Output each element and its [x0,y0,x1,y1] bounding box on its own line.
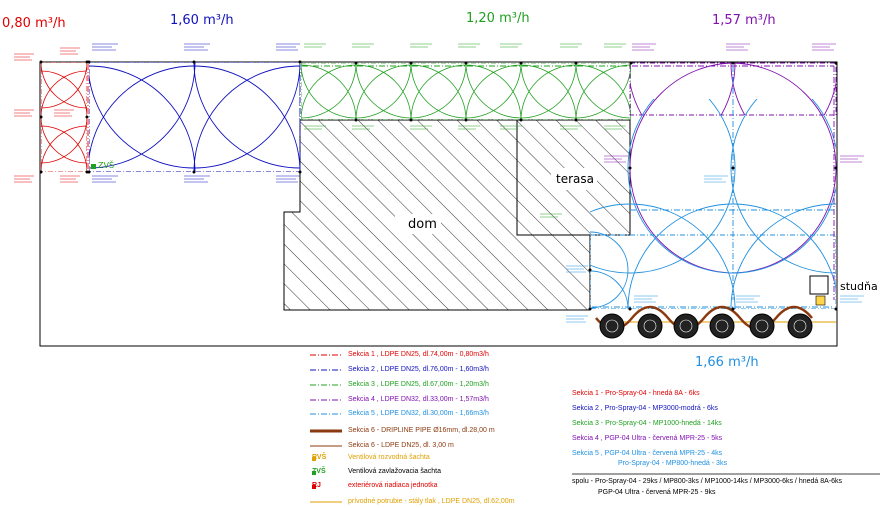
label-studna: studňa [840,280,878,293]
label-dom: dom [408,217,437,232]
shrubs [599,313,813,339]
flow-section-2: 1,60 m³/h [170,13,234,28]
legend-text: Ventilová zavlažovacia šachta [348,468,441,475]
legend-item-section-6-ldpe: Sekcia 6 - LDPE DN25, dl. 3,00 m [300,440,600,452]
legend-icon-zvs: ZVŠ [312,468,326,475]
summary-line: Sekcia 2 , Pro-Spray-04 - MP3000-modrá -… [572,405,718,412]
sprinkler-heads [39,60,838,311]
legend-icon-rj: RJ [312,482,321,489]
well-box [809,275,829,295]
legend-text: Sekcia 2 , LDPE DN25, dl.76,00m - 1,60m3… [348,366,489,373]
legend-text: prívodné potrubie - stály tlak , LDPE DN… [348,498,515,505]
summary-line: Sekcia 3 - Pro-Spray-04 - MP1000-hnedá -… [572,420,722,427]
flow-section-1: 0,80 m³/h [2,16,66,31]
legend-text: Sekcia 1 , LDPE DN25, dl.74,00m - 0,80m3… [348,351,489,358]
valve-box-zvs [91,164,96,169]
summary-line: Sekcia 4 , PGP-04 Ultra - červená MPR-25… [572,435,723,442]
legend-text: Sekcia 6 - LDPE DN25, dl. 3,00 m [348,442,454,449]
zone-section-2 [89,62,300,172]
legend-item-section-2: Sekcia 2 , LDPE DN25, dl.76,00m - 1,60m3… [300,364,600,376]
zone-section-3 [301,63,631,120]
legend-item-dripline: Sekcia 6 - DRIPLINE PIPE Ø16mm, dl.28,00… [300,425,600,437]
legend-text: Sekcia 5 , LDPE DN32, dl.30,00m - 1,66m3… [348,410,489,417]
legend-icons [312,457,316,489]
flow-section-3: 1,20 m³/h [466,11,530,26]
legend-item-zvs: ZVŠ Ventilová zavlažovacia šachta [300,466,600,478]
summary-line: PGP-04 Ultra - červená MPR-25 - 9ks [598,489,716,496]
zone-section-1 [41,62,87,172]
legend-symbols [310,354,342,503]
dripline [595,305,813,331]
flow-section-5: 1,66 m³/h [695,355,759,370]
legend-item-section-1: Sekcia 1 , LDPE DN25, dl.74,00m - 0,80m3… [300,349,600,361]
legend-item-rj: RJ exteriérová riadiaca jednotka [300,480,600,492]
label-zvs: ZVŠ [98,159,114,170]
head-annotations [14,43,864,323]
summary-line: Pro-Spray-04 - MP800-hnedá - 3ks [618,460,727,467]
legend-text: Ventilová rozvodná šachta [348,454,430,461]
valve-box-rvs [815,295,826,306]
property-boundary [39,61,838,347]
legend-icon-rvs: RVŠ [312,454,327,461]
legend-text: Sekcia 4 , LDPE DN32, dl.33,00m - 1,57m3… [348,396,489,403]
legend-item-section-4: Sekcia 4 , LDPE DN32, dl.33,00m - 1,57m3… [300,394,600,406]
label-terasa: terasa [556,172,594,186]
legend-text: Sekcia 3 , LDPE DN25, dl.67,00m - 1,20m3… [348,381,489,388]
legend-item-rvs: RVŠ Ventilová rozvodná šachta [300,452,600,464]
legend-text: exteriérová riadiaca jednotka [348,482,438,489]
flow-section-4: 1,57 m³/h [712,13,776,28]
legend-item-section-5: Sekcia 5 , LDPE DN32, dl.30,00m - 1,66m3… [300,408,600,420]
legend-item-supply: prívodné potrubie - stály tlak , LDPE DN… [300,496,600,508]
summary-line: spolu - Pro-Spray-04 - 29ks / MP800-3ks … [572,478,843,485]
summary-line: Sekcia 1 - Pro-Spray-04 - hnedá 8A - 6ks [572,390,700,397]
summary-line: Sekcia 5 , PGP-04 Ultra - červená MPR-25… [572,450,723,457]
legend-text: Sekcia 6 - DRIPLINE PIPE Ø16mm, dl.28,00… [348,427,495,434]
legend-item-section-3: Sekcia 3 , LDPE DN25, dl.67,00m - 1,20m3… [300,379,600,391]
